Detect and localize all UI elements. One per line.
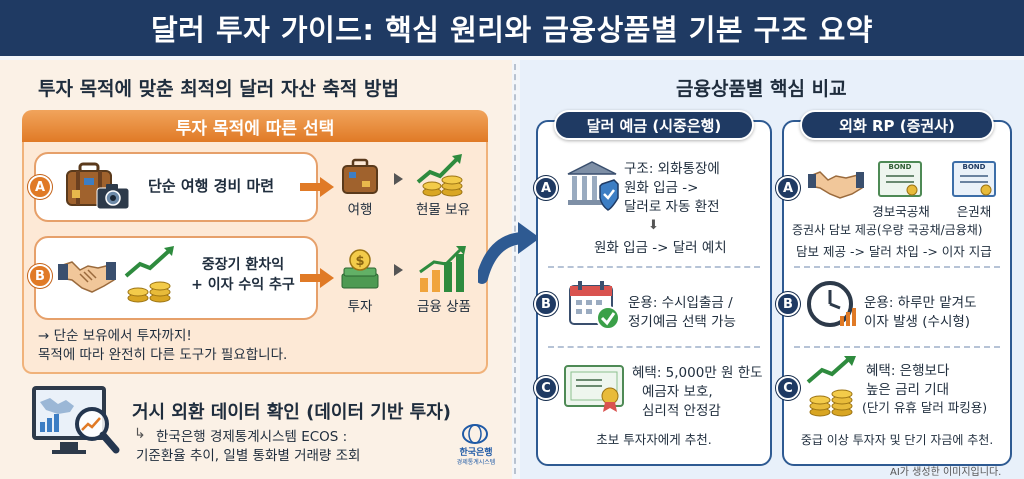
rp-divider-2 (794, 346, 1000, 348)
monitor-chart-icon (32, 386, 120, 454)
connector-arrow-icon (478, 222, 540, 284)
rp-a-bond1: 경보국공채 (872, 204, 930, 219)
ai-generated-note: AI가 생성한 이미지입니다. (890, 467, 1002, 478)
row-b-badge: B (28, 264, 52, 288)
data-line2: 기준환율 추이, 일별 통화별 거래량 조회 (136, 448, 361, 464)
deposit-c-badge: C (534, 376, 558, 400)
note-line2: 목적에 따라 완전히 다른 도구가 필요합니다. (38, 347, 288, 363)
row-b-step-arrow-icon (394, 264, 403, 276)
deposit-b-badge: B (534, 292, 558, 316)
money-stack-icon: $ (341, 249, 379, 289)
deposit-recommendation: 초보 투자자에게 추천. (596, 432, 712, 447)
deposit-a-line1: 구조: 외화통장에 (624, 161, 720, 177)
bar-growth-icon (419, 246, 466, 292)
svg-text:$: $ (355, 254, 364, 269)
growth-coins-icon (416, 154, 463, 197)
bond-certificate-icon (878, 161, 922, 197)
deposit-b-line1: 운용: 수시입출금 / (628, 295, 733, 311)
purpose-bar-title: 투자 목적에 따른 선택 (22, 110, 488, 142)
data-title: 거시 외환 데이터 확인 (데이터 기반 투자) (132, 402, 452, 423)
note-line1: → 단순 보유에서 투자까지! (38, 328, 192, 344)
page-title: 달러 투자 가이드: 핵심 원리와 금융상품별 기본 구조 요약 (0, 0, 1024, 56)
rp-b-line1: 운용: 하루만 맡겨도 (864, 295, 977, 311)
row-a-step2: 현물 보유 (416, 202, 470, 218)
bond-tag-1: BOND (888, 163, 912, 171)
deposit-a-badge: A (534, 176, 558, 200)
rp-c-line3: (단기 유휴 달러 파킹용) (862, 400, 988, 415)
rp-divider-1 (794, 266, 1000, 268)
row-b-label-line1: 중장기 환차익 (201, 257, 285, 273)
rp-c-line1: 혜택: 은행보다 (866, 363, 950, 379)
growth-chart-coins-icon (124, 246, 174, 303)
bank-of-korea-logo-icon (462, 424, 488, 444)
bond-tag-2: BOND (962, 163, 986, 171)
rp-card-title: 외화 RP (증권사) (800, 110, 994, 140)
rp-recommendation: 중급 이상 투자자 및 단기 자금에 추천. (800, 433, 994, 447)
row-a-step1: 여행 (347, 202, 373, 218)
deposit-card-title: 달러 예금 (시중은행) (554, 110, 754, 140)
data-arrow-icon: ↳ (134, 426, 146, 442)
logo-line1: 한국은행 (459, 448, 493, 458)
rp-a-badge: A (776, 176, 800, 200)
rp-a-line1: 증권사 담보 제공(우량 국공채/금융채) (792, 223, 983, 237)
row-b-arrow-stem (300, 274, 322, 282)
rp-b-badge: B (776, 292, 800, 316)
deposit-a-line2: 원화 입금 -> (624, 180, 699, 196)
bank-shield-icon (567, 161, 619, 211)
rp-a-bond2: 은권채 (956, 204, 992, 219)
row-a-arrow-stem (300, 183, 322, 191)
certificate-icon (564, 365, 624, 412)
deposit-a-down-arrow-icon: ⬇ (648, 218, 659, 233)
deposit-a-line3: 달러로 자동 환전 (624, 199, 720, 215)
camera-icon (96, 184, 130, 210)
bond-certificate-2-icon (952, 161, 996, 197)
deposit-b-line2: 정기예금 선택 가능 (628, 314, 736, 330)
rp-handshake-icon (808, 171, 864, 199)
left-heading: 투자 목적에 맞춘 최적의 달러 자산 축적 방법 (38, 78, 399, 100)
row-b-label-line2: + 이자 수익 추구 (191, 277, 295, 293)
row-a-label: 단순 여행 경비 마련 (148, 177, 275, 195)
travel-suitcase-icon (342, 158, 378, 194)
rp-c-badge: C (776, 376, 800, 400)
deposit-a-flow: 원화 입금 -> 달러 예치 (594, 240, 727, 256)
rp-c-line2: 높은 금리 기대 (866, 382, 950, 398)
row-b-step1: 투자 (347, 299, 373, 315)
deposit-c-line1: 혜택: 5,000만 원 한도 (632, 365, 763, 381)
row-a-arrow-icon (320, 177, 334, 197)
rp-a-line2: 담보 제공 -> 달러 차입 -> 이자 지급 (796, 244, 992, 259)
clock-icon (807, 281, 856, 327)
coins-growth-icon (806, 356, 856, 417)
row-a-step-arrow-icon (394, 173, 403, 185)
row-a-badge: A (28, 175, 52, 199)
row-b-step2: 금융 상품 (417, 299, 471, 315)
rp-b-line2: 이자 발생 (수시형) (864, 314, 971, 330)
handshake-icon (58, 261, 116, 293)
deposit-c-line3: 심리적 안정감 (642, 403, 721, 419)
data-line1: 한국은행 경제통계시스템 ECOS : (156, 429, 348, 445)
deposit-c-line2: 예금자 보호, (642, 384, 713, 400)
deposit-divider-2 (548, 346, 760, 348)
deposit-divider-1 (548, 266, 760, 268)
right-heading: 금융상품별 핵심 비교 (676, 78, 847, 100)
calendar-check-icon (569, 281, 620, 330)
logo-line2: 경제통계시스템 (456, 459, 496, 466)
section-divider (514, 64, 516, 474)
row-b-arrow-icon (320, 268, 334, 288)
